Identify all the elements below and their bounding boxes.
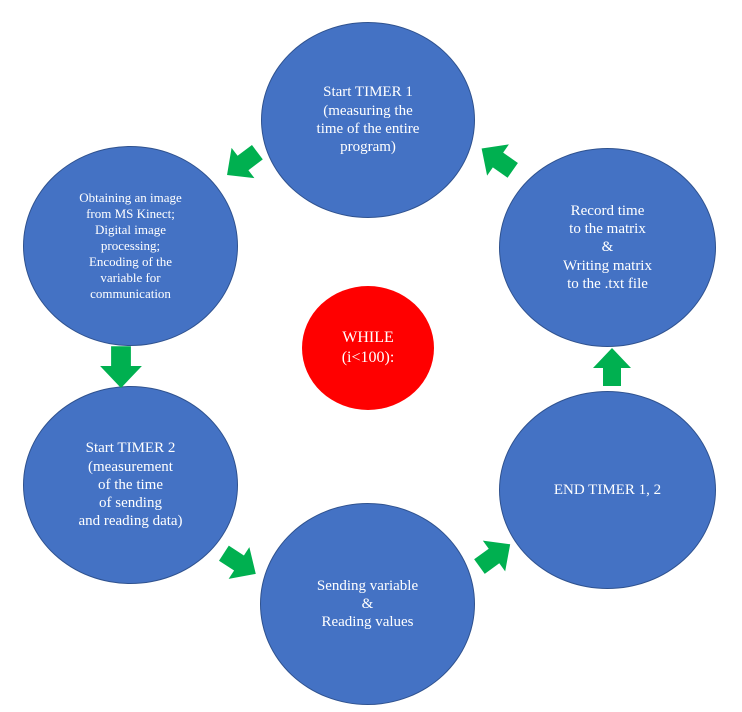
node-start-timer-2: Start TIMER 2 (measurement of the time o… <box>23 386 238 584</box>
arrow-down <box>100 346 142 389</box>
node-record-time: Record time to the matrix & Writing matr… <box>499 148 716 347</box>
arrow-up-right <box>474 540 511 574</box>
node-obtaining-image: Obtaining an image from MS Kinect; Digit… <box>23 146 238 346</box>
node-sending-variable: Sending variable & Reading values <box>260 503 475 705</box>
arrow-down-left <box>227 144 263 179</box>
node-start-timer-1: Start TIMER 1 (measuring the time of the… <box>261 22 475 218</box>
node-obtaining-image-label: Obtaining an image from MS Kinect; Digit… <box>79 190 182 301</box>
arrow-up <box>593 348 631 386</box>
node-end-timer-label: END TIMER 1, 2 <box>553 481 662 498</box>
arrow-down-right-1 <box>219 545 256 579</box>
arrow-up-left <box>481 144 518 178</box>
node-record-time-label: Record time to the matrix & Writing matr… <box>563 202 652 292</box>
node-start-timer-2-label: Start TIMER 2 (measurement of the time o… <box>78 440 183 530</box>
node-sending-variable-label: Sending variable & Reading values <box>316 577 419 631</box>
node-start-timer-1-label: Start TIMER 1 (measuring the time of the… <box>316 84 420 156</box>
node-while-loop-label: WHILE (i<100): <box>341 329 395 366</box>
node-end-timer: END TIMER 1, 2 <box>499 391 716 589</box>
node-while-loop: WHILE (i<100): <box>302 286 434 410</box>
